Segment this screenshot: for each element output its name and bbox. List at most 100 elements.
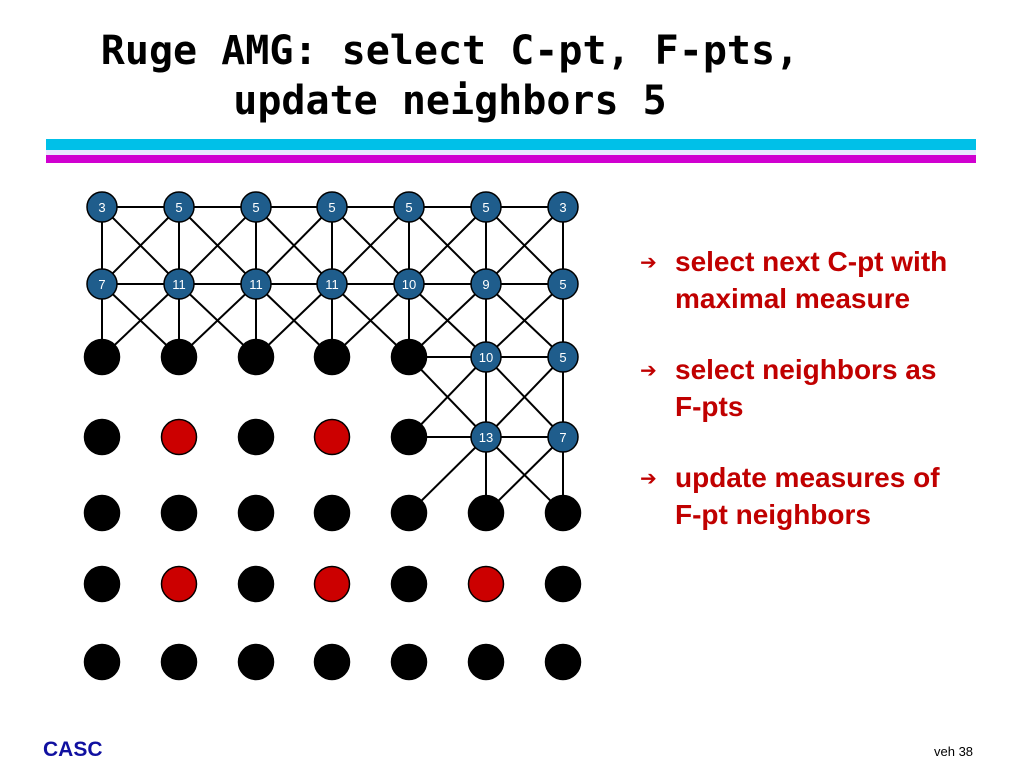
node-measure-label: 5: [252, 200, 259, 215]
bullet-item-2: ➔ select neighbors as F-pts: [640, 351, 970, 425]
node-circle: [316, 268, 348, 300]
node-circle: [467, 565, 505, 603]
node-circle: [470, 421, 502, 453]
bullet-item-3: ➔ update measures of F-pt neighbors: [640, 459, 970, 533]
node-circle: [470, 268, 502, 300]
node-measure-label: 5: [175, 200, 182, 215]
f-point-node: [237, 565, 275, 603]
node-circle: [160, 338, 198, 376]
node-circle: [237, 643, 275, 681]
f-point-node: [160, 643, 198, 681]
bullet-text-3: update measures of F-pt neighbors: [675, 462, 940, 530]
unassigned-node: 3: [547, 191, 579, 223]
node-circle: [544, 494, 582, 532]
node-circle: [393, 191, 425, 223]
unassigned-node: 5: [163, 191, 195, 223]
f-point-node: [544, 565, 582, 603]
grid-edge: [178, 206, 257, 285]
node-circle: [83, 338, 121, 376]
f-point-node: [313, 494, 351, 532]
grid-edge: [485, 283, 564, 358]
grid-edge: [101, 206, 180, 285]
unassigned-node: 13: [470, 421, 502, 453]
slide-title: Ruge AMG: select C-pt, F-pts, update nei…: [0, 26, 900, 126]
grid-edge: [408, 206, 487, 285]
title-rule-magenta: [46, 155, 976, 163]
unassigned-node: 11: [163, 268, 195, 300]
node-circle: [237, 338, 275, 376]
grid-edge: [408, 356, 487, 438]
f-point-node: [390, 418, 428, 456]
node-circle: [390, 565, 428, 603]
f-point-node: [390, 643, 428, 681]
node-circle: [547, 341, 579, 373]
node-circle: [86, 191, 118, 223]
node-measure-label: 5: [482, 200, 489, 215]
node-circle: [544, 565, 582, 603]
f-point-node: [237, 494, 275, 532]
node-circle: [547, 421, 579, 453]
unassigned-node: 7: [86, 268, 118, 300]
grid-edge: [255, 206, 333, 285]
node-circle: [160, 565, 198, 603]
node-circle: [160, 494, 198, 532]
unassigned-node: 5: [316, 191, 348, 223]
node-circle: [547, 191, 579, 223]
node-circle: [467, 643, 505, 681]
f-point-node: [83, 494, 121, 532]
f-point-node: [237, 418, 275, 456]
unassigned-node: 7: [547, 421, 579, 453]
unassigned-node: 5: [547, 268, 579, 300]
node-circle: [467, 494, 505, 532]
grid-edge: [485, 206, 564, 285]
node-measure-label: 5: [405, 200, 412, 215]
node-circle: [390, 418, 428, 456]
node-circle: [163, 268, 195, 300]
f-point-node: [313, 643, 351, 681]
node-circle: [313, 494, 351, 532]
node-circle: [237, 418, 275, 456]
f-point-node: [83, 338, 121, 376]
f-point-node: [83, 643, 121, 681]
f-point-node: [390, 494, 428, 532]
node-circle: [86, 268, 118, 300]
node-measure-label: 7: [98, 277, 105, 292]
c-point-node: [160, 418, 198, 456]
footer-logo-text: CASC: [43, 738, 103, 761]
node-measure-label: 11: [325, 277, 339, 292]
f-point-node: [83, 418, 121, 456]
right-arrow-icon: ➔: [640, 358, 657, 382]
c-point-node: [313, 565, 351, 603]
node-circle: [470, 341, 502, 373]
bullet-text-1: select next C-pt with maximal measure: [675, 246, 948, 314]
right-arrow-icon: ➔: [640, 466, 657, 490]
unassigned-node: 11: [316, 268, 348, 300]
node-circle: [313, 338, 351, 376]
node-circle: [390, 643, 428, 681]
node-circle: [470, 191, 502, 223]
node-circle: [393, 268, 425, 300]
node-circle: [240, 191, 272, 223]
node-circle: [313, 565, 351, 603]
node-circle: [547, 268, 579, 300]
node-measure-label: 10: [479, 350, 493, 365]
node-circle: [83, 643, 121, 681]
node-measure-label: 7: [559, 430, 566, 445]
f-point-node: [313, 338, 351, 376]
f-point-node: [544, 494, 582, 532]
f-point-node: [237, 338, 275, 376]
node-measure-label: 5: [328, 200, 335, 215]
unassigned-node: 11: [240, 268, 272, 300]
f-point-node: [160, 494, 198, 532]
node-measure-label: 13: [479, 430, 493, 445]
footer-page-label: veh 38: [934, 744, 974, 759]
node-measure-label: 5: [559, 350, 566, 365]
node-measure-label: 10: [402, 277, 416, 292]
node-circle: [160, 418, 198, 456]
node-circle: [237, 565, 275, 603]
unassigned-node: 10: [393, 268, 425, 300]
node-circle: [313, 418, 351, 456]
c-point-node: [467, 565, 505, 603]
grid-edge: [331, 206, 410, 285]
